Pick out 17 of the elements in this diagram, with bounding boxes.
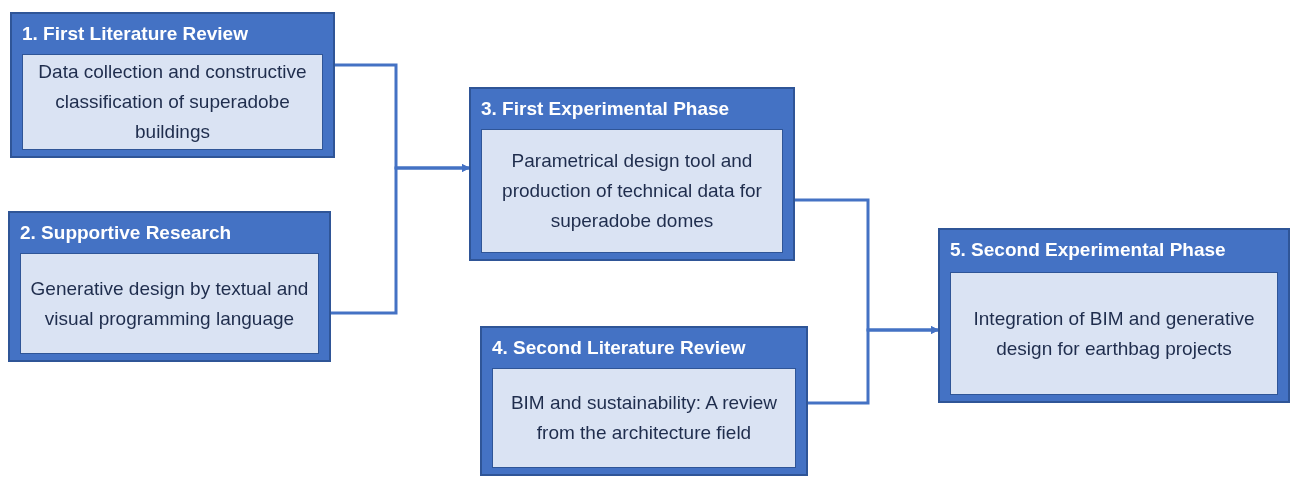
phase-box [469,87,795,261]
phase-heading: 5. Second Experimental Phase [950,238,1227,262]
connector-arrow [331,164,470,315]
phase-heading: 4. Second Literature Review [492,336,747,360]
phase-box [938,228,1290,403]
description-text: BIM and sustainability: A review from the architecture field [509,391,779,445]
description-text: Parametrical design tool and production of technical data for superadobe domes [501,149,763,233]
phase-box [10,12,335,158]
phase-box [480,326,808,476]
phase-heading: 3. First Experimental Phase [481,97,731,121]
connector-arrow [808,326,939,405]
phase-box [8,211,331,362]
phase-heading: 2. Supportive Research [20,221,233,245]
description-text: Integration of BIM and generative design for earthbag projects [972,306,1256,361]
description-text: Generative design by textual and visual programming language [29,276,310,331]
description-text: Data collection and constructive classification of superadobe buildings [37,60,308,144]
phase-heading: 1. First Literature Review [22,22,249,46]
